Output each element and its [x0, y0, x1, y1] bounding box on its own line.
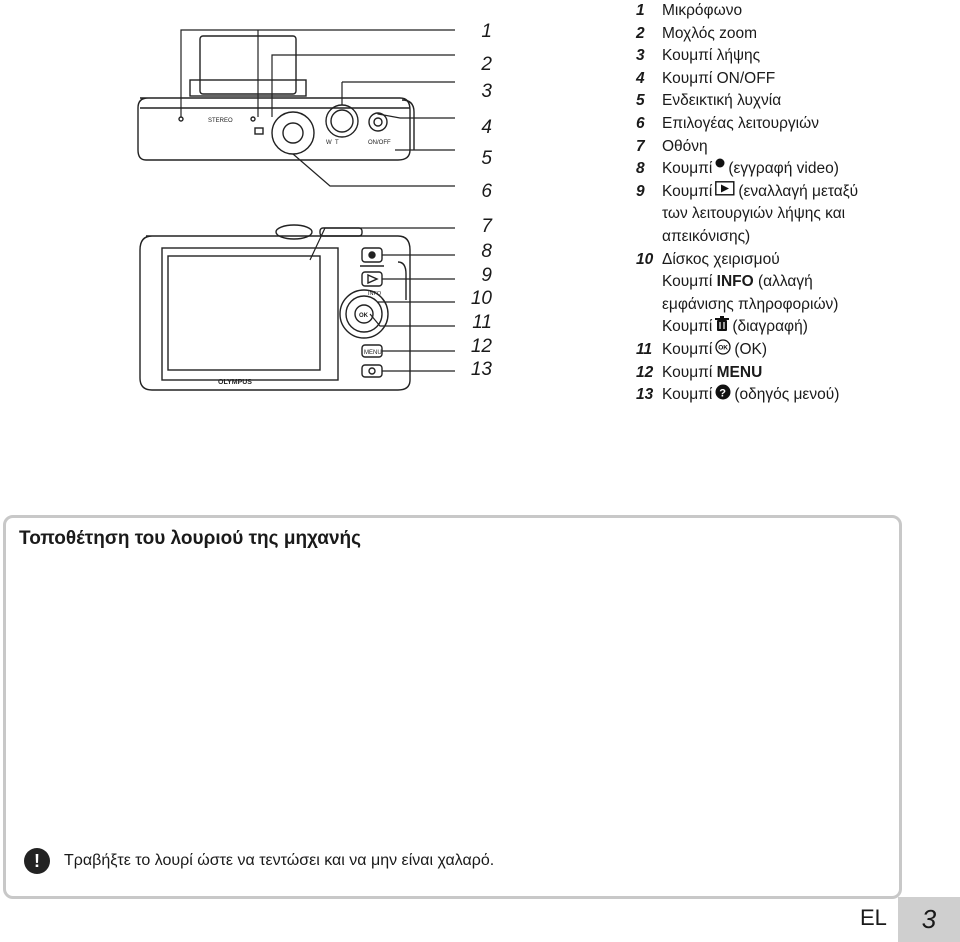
- callout-13: 13: [470, 359, 492, 381]
- callout-6: 6: [481, 180, 492, 202]
- section-title: Τοποθέτηση του λουριού της μηχανής: [19, 528, 362, 549]
- legend-item: 11 Κουμπί OK (OK): [636, 339, 768, 358]
- svg-text:W: W: [326, 140, 332, 146]
- svg-text:INFO: INFO: [368, 291, 382, 297]
- warning-note: ! Τραβήξτε το λουρί ώστε να τεντώσει και…: [24, 848, 494, 874]
- callout-8: 8: [481, 241, 492, 263]
- legend-item: 9 Κουμπί (εναλλαγή μεταξύ: [636, 180, 859, 200]
- callout-11: 11: [472, 311, 492, 333]
- record-dot-icon: [715, 158, 725, 168]
- strap-section: Τοποθέτηση του λουριού της μηχανής ! Τρα…: [3, 515, 902, 899]
- legend-item: 8 Κουμπί (εγγραφή video): [636, 158, 839, 178]
- camera-top-view: [137, 35, 415, 161]
- legend-item: 13 Κουμπί ? (οδηγός μενού): [636, 384, 840, 404]
- page-number: 3: [898, 897, 960, 942]
- warning-icon: !: [24, 848, 50, 874]
- warning-text: Τραβήξτε το λουρί ώστε να τεντώσει και ν…: [64, 852, 495, 869]
- page-footer: EL 3: [840, 897, 960, 942]
- trash-icon: [715, 316, 730, 332]
- legend-continuation: Κουμπί INFO (αλλαγή: [662, 273, 813, 291]
- callout-3: 3: [481, 81, 492, 103]
- legend-continuation: Κουμπί (διαγραφή): [662, 316, 808, 336]
- help-icon: ?: [715, 384, 731, 400]
- legend-continuation: των λειτουργιών λήψης και: [662, 205, 846, 223]
- callout-5: 5: [481, 148, 492, 170]
- callout-12: 12: [470, 335, 492, 357]
- callout-1: 1: [481, 21, 492, 42]
- callout-9: 9: [481, 264, 492, 286]
- stereo-label: STEREO: [208, 118, 233, 124]
- legend-continuation: εμφάνισης πληροφοριών): [662, 295, 839, 313]
- svg-text:OK: OK: [719, 344, 729, 351]
- svg-text:ON/OFF: ON/OFF: [368, 140, 391, 146]
- language-code: EL: [860, 905, 887, 930]
- callout-2: 2: [481, 53, 492, 75]
- ok-button-icon: OK: [715, 339, 731, 355]
- callout-numbers: 1 2 3 4 5 6 7 8 9 10 11 12 13: [448, 20, 492, 382]
- playback-icon: [715, 180, 735, 196]
- callout-4: 4: [481, 116, 492, 138]
- svg-text:OK: OK: [359, 313, 369, 319]
- legend-continuation: απεικόνισης): [662, 227, 751, 245]
- callout-10: 10: [470, 288, 492, 310]
- svg-text:OLYMPUS: OLYMPUS: [218, 379, 252, 386]
- camera-back-view: [139, 224, 411, 391]
- callout-7: 7: [481, 215, 492, 237]
- svg-text:MENU: MENU: [364, 350, 382, 356]
- svg-text:T: T: [335, 140, 339, 146]
- legend-item: 12 Κουμπί MENU: [636, 363, 763, 381]
- svg-text:?: ?: [720, 388, 727, 400]
